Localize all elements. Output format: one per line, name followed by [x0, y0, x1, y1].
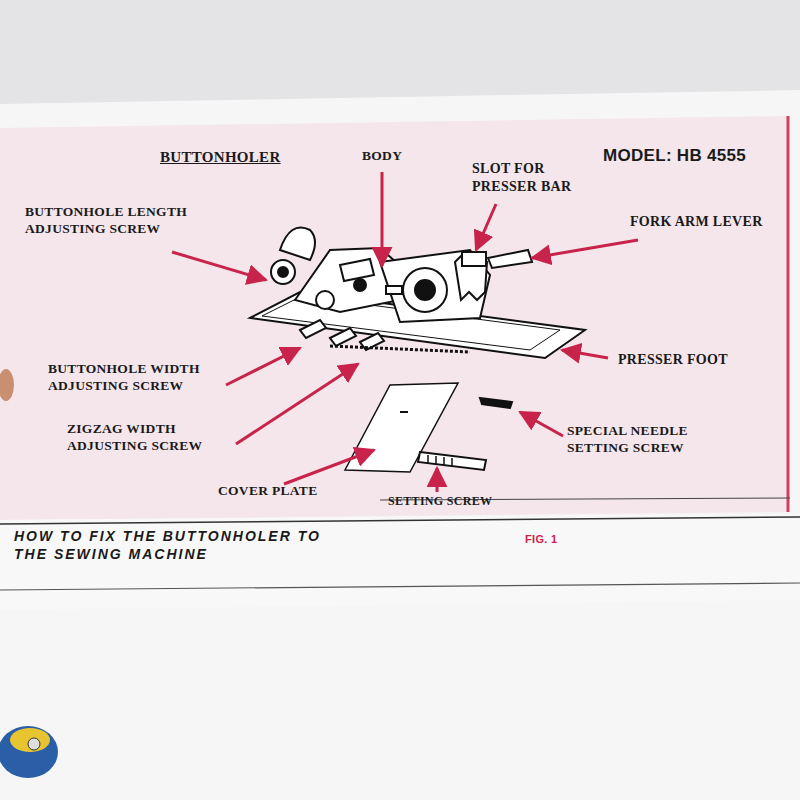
part-name: COVER PLATE — [218, 483, 317, 500]
part-name: ZIGZAG WIDTH ADJUSTING SCREW — [67, 421, 237, 455]
part-name: SETTING SCREW — [388, 494, 492, 509]
figure-number: FIG. 1 — [525, 533, 557, 547]
rule-line — [0, 583, 800, 590]
part-name: PRESSER FOOT — [618, 351, 728, 369]
rule-line — [0, 517, 800, 524]
pink-panel — [0, 116, 788, 520]
page-edge — [787, 116, 790, 512]
part-name: SPECIAL NEEDLE SETTING SCREW — [567, 423, 732, 457]
white-strip — [0, 514, 800, 610]
part-name: BUTTONHOLE WIDTH ADJUSTING SCREW — [48, 361, 233, 395]
buttonholer-drawing — [250, 228, 585, 473]
toy-figure — [10, 728, 50, 752]
model-number: MODEL: HB 4555 — [603, 145, 746, 166]
part-name: SLOT FOR PRESSER BAR — [472, 160, 597, 195]
toy-figure — [0, 726, 58, 778]
paper — [0, 90, 800, 800]
diagram-title: BUTTONHOLER — [160, 148, 281, 167]
part-name: BODY — [362, 148, 402, 165]
section-heading: HOW TO FIX THE BUTTONHOLER TO THE SEWING… — [14, 528, 359, 563]
toy-figure — [28, 738, 40, 750]
finger — [0, 369, 14, 401]
part-name: BUTTONHOLE LENGTH ADJUSTING SCREW — [25, 204, 225, 238]
part-name: FORK ARM LEVER — [630, 213, 763, 231]
